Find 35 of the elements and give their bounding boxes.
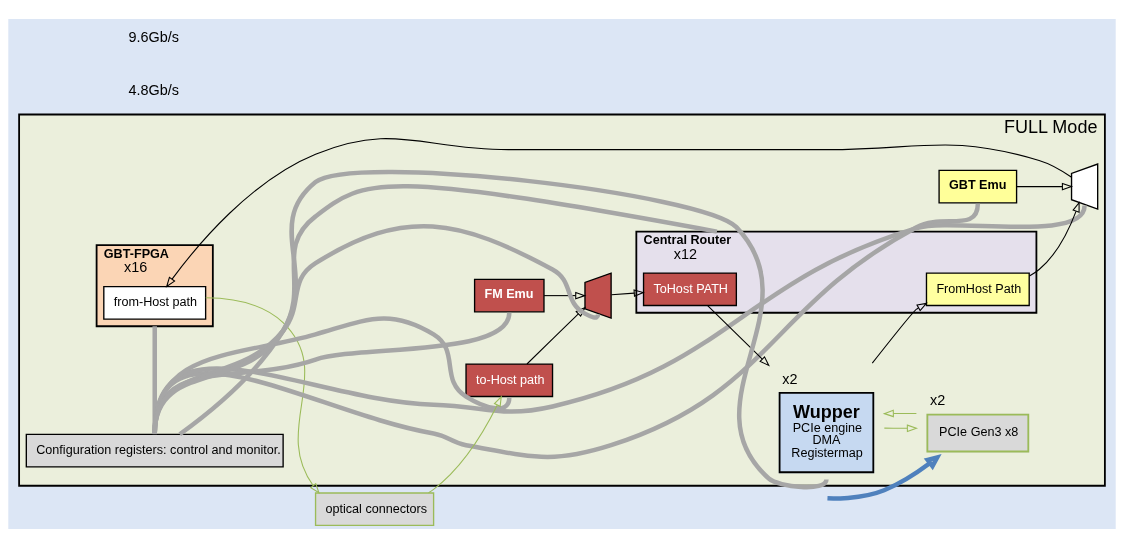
connector [152, 204, 1087, 434]
arrow [883, 423, 919, 432]
node-label: x12 [673, 245, 697, 261]
node-label: x2 [782, 370, 798, 387]
arrow [205, 296, 320, 494]
arrow [882, 409, 917, 417]
connector [152, 325, 157, 434]
arrow [707, 304, 770, 367]
arrow [610, 288, 645, 297]
arrow [165, 137, 1072, 288]
connector [152, 223, 600, 434]
node-box: FromHost Path [925, 271, 1030, 306]
node-box: to-Host path [465, 362, 554, 397]
node-box: Configuration registers: control and monitor. [25, 433, 284, 467]
node-box: from-Host path [103, 285, 207, 320]
node-box: GBT Emu [938, 169, 1018, 203]
arrow [1016, 182, 1074, 190]
node-box: optical connectors [314, 491, 435, 526]
arrow [1028, 200, 1080, 277]
connector [152, 169, 828, 489]
connector [152, 202, 981, 459]
node-trapezoid [1070, 162, 1099, 210]
node-box: FM Emu [473, 278, 545, 312]
node-label: x2 [930, 391, 946, 408]
arrow [543, 291, 587, 300]
node-box: ToHost PATH [642, 271, 738, 306]
label: 9.6Gb/s [128, 28, 180, 45]
node-label: x16 [124, 258, 148, 275]
label: 4.8Gb/s [128, 81, 180, 98]
arrow [526, 305, 587, 365]
arrow [871, 302, 928, 364]
arrow [827, 453, 942, 501]
arrow [428, 394, 502, 493]
connector [178, 183, 718, 436]
node-trapezoid [584, 271, 612, 319]
